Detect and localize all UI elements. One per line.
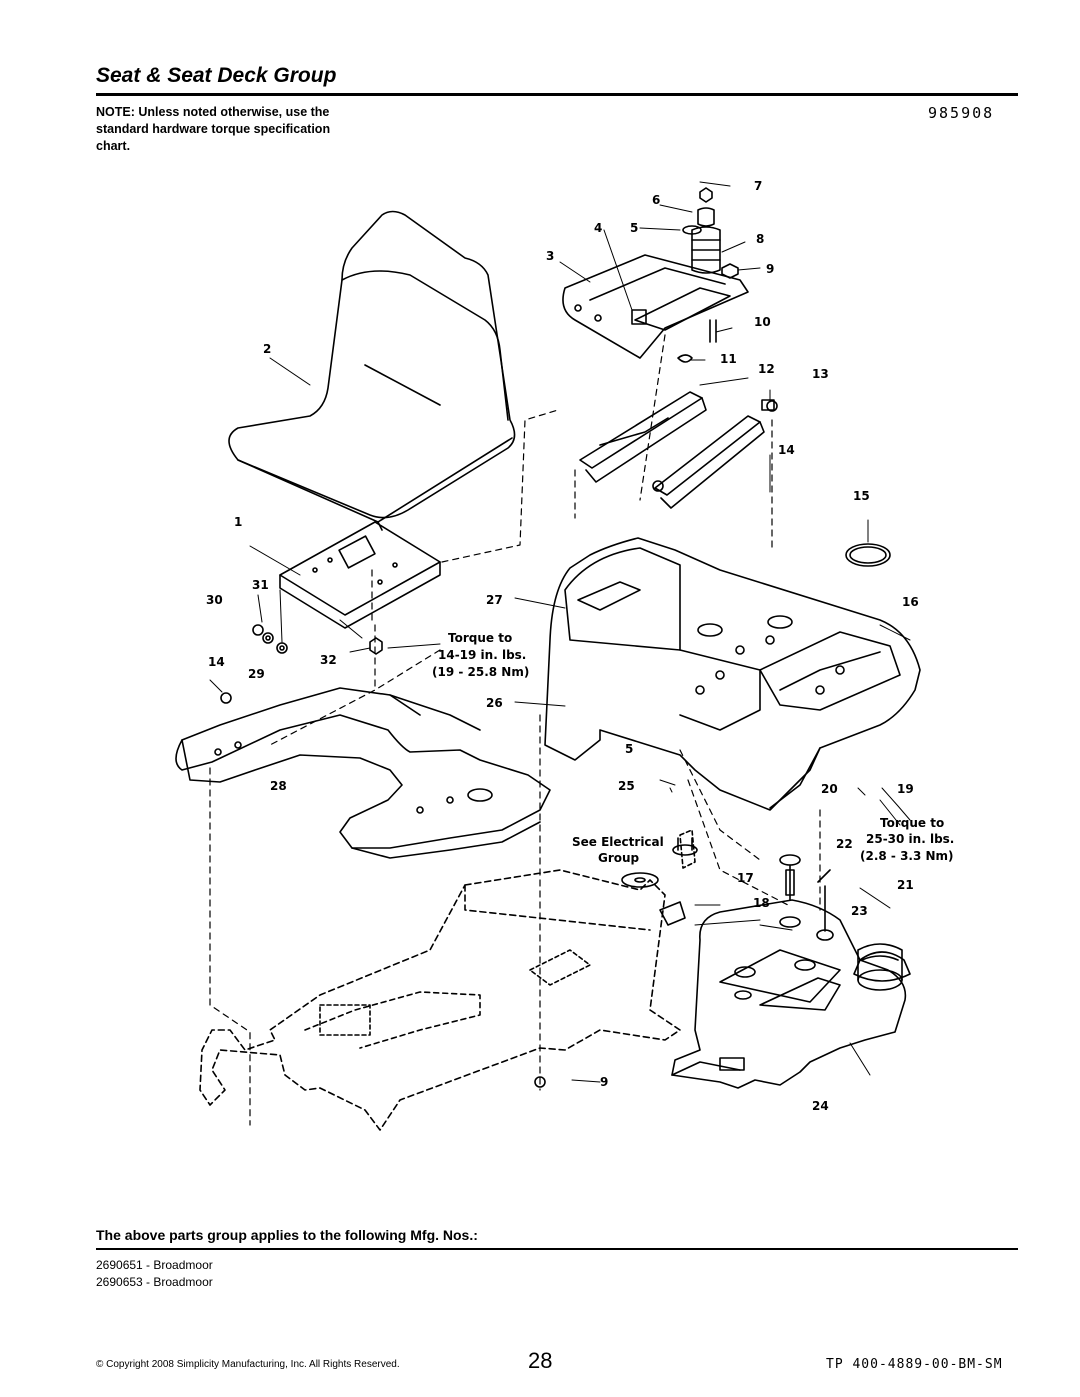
callout-31: 31 [252,578,269,592]
callout-18: 18 [753,896,770,910]
fuel-tank-drawing [671,899,907,1089]
callout-4: 4 [594,221,602,235]
seat-deck-drawing [544,537,921,811]
callout-24: 24 [812,1099,829,1113]
page-number: 28 [528,1348,553,1373]
callout-20: 20 [821,782,838,796]
see-electrical-note: See Electrical Group [572,835,664,865]
callout-14-right: 14 [778,443,795,457]
callout-15: 15 [853,489,870,503]
callout-12: 12 [758,362,775,376]
callout-numbers: 1 2 3 4 5 5 6 7 8 9 9 10 11 12 13 14 14 … [206,179,919,1113]
callout-8: 8 [756,232,764,246]
seat-bracket-drawing [562,187,749,363]
document-code: TP 400-4889-00-BM-SM [826,1357,1003,1372]
seat-drawing [228,210,516,531]
torque-line: 25-30 in. lbs. [866,832,954,846]
callout-32: 32 [320,653,337,667]
leader-lines [209,181,911,1083]
callout-26: 26 [486,696,503,710]
torque-note: NOTE: Unless noted otherwise, use the st… [96,105,331,153]
frame-drawing [199,829,696,1131]
callout-3: 3 [546,249,554,263]
callout-6: 6 [652,193,660,207]
callout-16: 16 [902,595,919,609]
mfg-number-list: 2690651 - Broadmoor 2690653 - Broadmoor [96,1257,213,1291]
mfg-number-item: 2690653 - Broadmoor [96,1275,213,1289]
title-rule [96,93,1018,96]
callout-22: 22 [836,837,853,851]
electrical-parts-drawing [621,837,911,982]
callout-10: 10 [754,315,771,329]
callout-28: 28 [270,779,287,793]
see-electrical-line: Group [598,851,640,865]
callout-21: 21 [897,878,914,892]
see-electrical-line: See Electrical [572,835,664,849]
callout-29: 29 [248,667,265,681]
torque-line: Torque to [448,631,512,645]
exploded-parts-diagram: 1 2 3 4 5 5 6 7 8 9 9 10 11 12 13 14 14 … [120,170,1020,1180]
seat-hardware-drawing [220,400,778,704]
torque-line: (19 - 25.8 Nm) [432,665,529,679]
callout-2: 2 [263,342,271,356]
seat-pan-drawing [279,521,441,629]
callout-1: 1 [234,515,242,529]
applies-rule [96,1248,1018,1250]
fender-pan-drawing [175,687,551,859]
copyright: © Copyright 2008 Simplicity Manufacturin… [96,1359,400,1370]
o-ring-drawing [845,543,891,567]
torque-line: 14-19 in. lbs. [438,648,526,662]
callout-19: 19 [897,782,914,796]
page-title: Seat & Seat Deck Group [96,64,337,87]
callout-17: 17 [737,871,754,885]
diagram-number: 985908 [928,104,995,122]
torque-note-tank: Torque to 25-30 in. lbs. (2.8 - 3.3 Nm) [860,816,954,863]
callout-14-left: 14 [208,655,225,669]
callout-9-bottom: 9 [600,1075,608,1089]
callout-11: 11 [720,352,737,366]
torque-note-seat: Torque to 14-19 in. lbs. (19 - 25.8 Nm) [432,631,529,679]
torque-line: Torque to [880,816,944,830]
callout-27: 27 [486,593,503,607]
callout-5-bottom: 5 [625,742,633,756]
seat-slide-drawing [579,391,775,509]
callout-25: 25 [618,779,635,793]
parts-drawing: 1 2 3 4 5 5 6 7 8 9 9 10 11 12 13 14 14 … [175,179,954,1131]
callout-9-top: 9 [766,262,774,276]
assembly-lines [209,334,821,1126]
callout-23: 23 [851,904,868,918]
callout-13: 13 [812,367,829,381]
torque-line: (2.8 - 3.3 Nm) [860,849,954,863]
applies-heading: The above parts group applies to the fol… [96,1227,478,1243]
callout-7: 7 [754,179,762,193]
mfg-number-item: 2690651 - Broadmoor [96,1258,213,1272]
callout-5-top: 5 [630,221,638,235]
callout-30: 30 [206,593,223,607]
